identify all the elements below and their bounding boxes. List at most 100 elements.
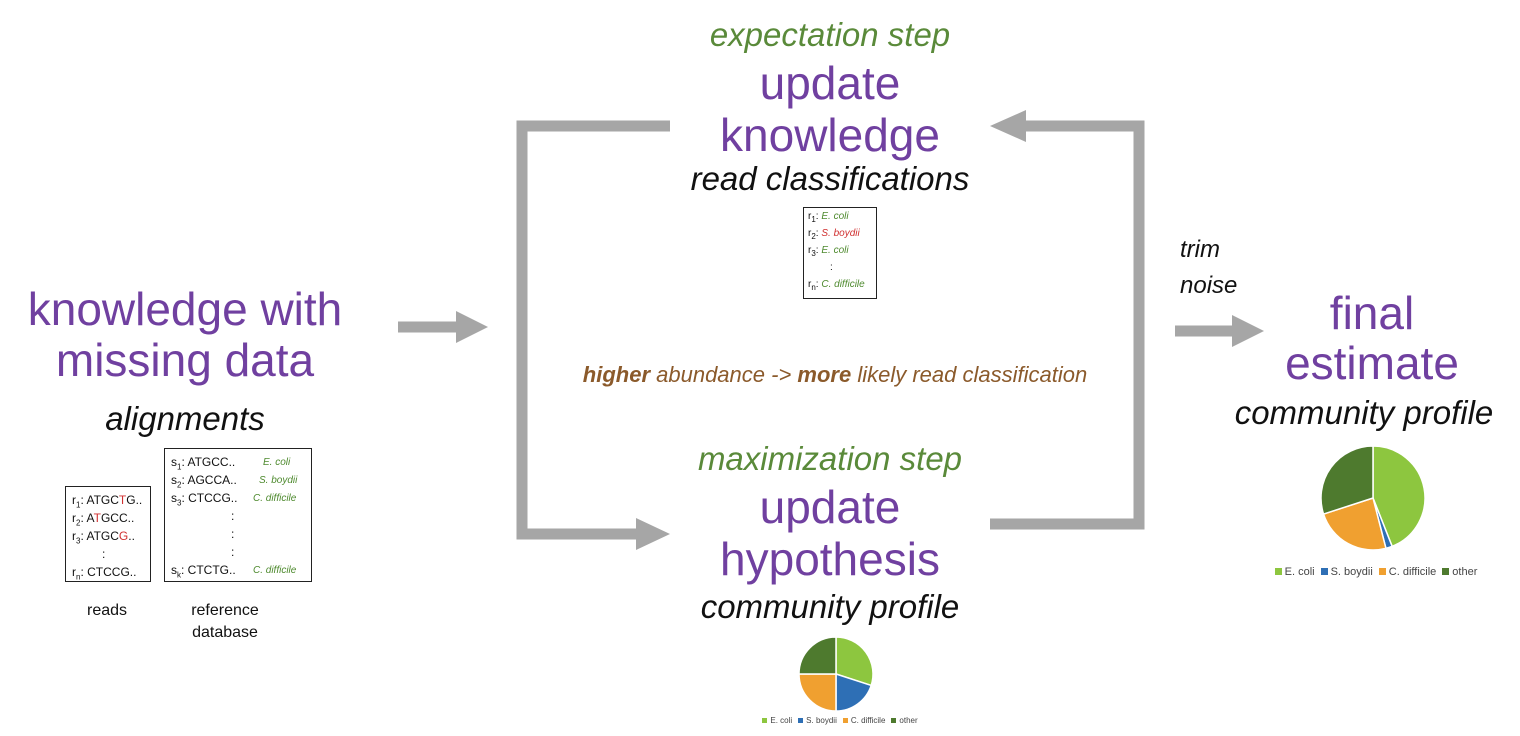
read-id: r xyxy=(72,493,76,507)
read-id-subscript: 2 xyxy=(76,518,81,528)
loop-right-path xyxy=(990,120,1145,530)
mismatch-base: G xyxy=(118,529,129,543)
reference-species: C. difficile xyxy=(253,565,297,576)
reference-row: : xyxy=(231,509,234,523)
pie2-slice-other xyxy=(1320,445,1374,516)
middle-note: higher abundance -> more likely read cla… xyxy=(520,362,1150,388)
legend-item: other xyxy=(1436,566,1477,578)
read-seq: : xyxy=(102,547,106,561)
reference-id-subscript: 3 xyxy=(177,498,182,508)
legend-item: S. boydii xyxy=(792,716,837,725)
left-title-line1: knowledge with xyxy=(27,283,343,335)
pie1-slice-s-boydii xyxy=(835,672,873,712)
read-colon: : xyxy=(80,511,87,525)
read-seq-rest: G.. xyxy=(126,493,143,507)
legend-label: S. boydii xyxy=(1330,566,1373,578)
read-id-subscript: n xyxy=(76,572,81,582)
middle-note-text2: likely read classification xyxy=(851,362,1088,387)
classification-id-subscript: n xyxy=(811,283,816,292)
loop-left-arrowhead xyxy=(636,518,670,550)
reference-id-subscript: k xyxy=(177,570,181,580)
classification-species: S. boydii xyxy=(821,228,860,239)
legend-swatch xyxy=(1378,568,1386,575)
left-title-line2: missing data xyxy=(55,334,315,386)
trim-label-line1: trim xyxy=(1180,236,1220,263)
legend-label: other xyxy=(899,716,918,725)
read-id: r xyxy=(72,511,76,525)
expectation-title-line2: knowledge xyxy=(720,109,940,161)
classification-species: C. difficile xyxy=(821,279,865,290)
classification-id: r xyxy=(808,245,812,256)
final-subtitle: community profile xyxy=(1234,394,1494,431)
maximization-step-label: maximization step xyxy=(697,440,963,477)
classification-row: : xyxy=(830,262,833,273)
middle-note-bold1: higher xyxy=(582,362,651,387)
reference-seq: : xyxy=(231,527,235,541)
read-seq: ATGC xyxy=(86,529,119,543)
reference-seq: ATGCC.. xyxy=(187,455,236,469)
classification-species: E. coli xyxy=(821,211,849,222)
trim-label-line2: noise xyxy=(1180,272,1238,299)
final-title-line2: estimate xyxy=(1285,337,1459,389)
reference-species: S. boydii xyxy=(259,475,298,486)
read-row: r2: ATGCC.. xyxy=(72,511,134,527)
pie1-slice-e-coli xyxy=(835,636,874,687)
expectation-title-line1: update xyxy=(759,57,901,109)
expectation-subtitle: read classifications xyxy=(690,160,970,197)
input-arrowhead xyxy=(456,311,488,343)
loop-left-path xyxy=(516,120,670,540)
legend-item: E. coli xyxy=(756,716,792,725)
read-seq: ATGC xyxy=(86,493,119,507)
read-id: r xyxy=(72,529,76,543)
classification-colon: : xyxy=(815,211,822,222)
legend-label: E. coli xyxy=(770,716,793,725)
legend-swatch xyxy=(1442,568,1450,575)
reference-colon: : xyxy=(181,491,189,505)
legend-item: C. difficile xyxy=(837,716,885,725)
reference-species: C. difficile xyxy=(253,493,297,504)
legend-swatch xyxy=(1274,568,1282,575)
classification-id: r xyxy=(808,211,812,222)
read-row: rn: CTCCG.. xyxy=(72,565,136,581)
reference-row: s2: AGCCA.. xyxy=(171,473,237,489)
reference-seq: CTCCG.. xyxy=(188,491,238,505)
read-colon: : xyxy=(80,565,88,579)
classification-colon: : xyxy=(815,279,822,290)
reference-colon: : xyxy=(181,473,188,487)
classification-row: r3: E. coli xyxy=(808,245,849,258)
legend-label: S. boydii xyxy=(806,716,837,725)
classification-id-subscript: 1 xyxy=(811,215,816,224)
pie1-slice-other xyxy=(798,636,837,675)
reads-box: r1: ATGCTG..r2: ATGCC..r3: ATGCG..:rn: C… xyxy=(65,486,151,582)
read-row: r1: ATGCTG.. xyxy=(72,493,142,509)
classification-colon: : xyxy=(815,228,822,239)
legend-label: other xyxy=(1452,566,1478,578)
reference-id: s xyxy=(171,563,177,577)
reference-colon: : xyxy=(181,455,188,469)
middle-note-text1: abundance -> xyxy=(650,362,798,387)
trim-arrowhead xyxy=(1232,315,1264,347)
reads-label: reads xyxy=(86,602,128,619)
read-row: : xyxy=(102,547,105,561)
reference-label-line1: reference xyxy=(191,602,259,619)
read-seq: A xyxy=(86,511,94,525)
reference-id-subscript: 2 xyxy=(177,480,182,490)
legend-item: other xyxy=(885,716,918,725)
legend-swatch xyxy=(1320,568,1328,575)
legend-label: C. difficile xyxy=(1388,566,1437,578)
classification-row: r1: E. coli xyxy=(808,211,849,224)
reference-id: s xyxy=(171,455,177,469)
legend-label: E. coli xyxy=(1284,566,1315,578)
legend-swatch xyxy=(798,718,804,723)
legend-swatch xyxy=(891,718,897,723)
read-id: r xyxy=(72,565,76,579)
mismatch-base: T xyxy=(118,493,127,507)
reference-id: s xyxy=(171,473,177,487)
maximization-subtitle: community profile xyxy=(700,588,960,625)
pie1-slice-c-difficile xyxy=(798,673,837,712)
loop-right-arrowhead xyxy=(990,110,1026,142)
reference-row: : xyxy=(231,527,234,541)
